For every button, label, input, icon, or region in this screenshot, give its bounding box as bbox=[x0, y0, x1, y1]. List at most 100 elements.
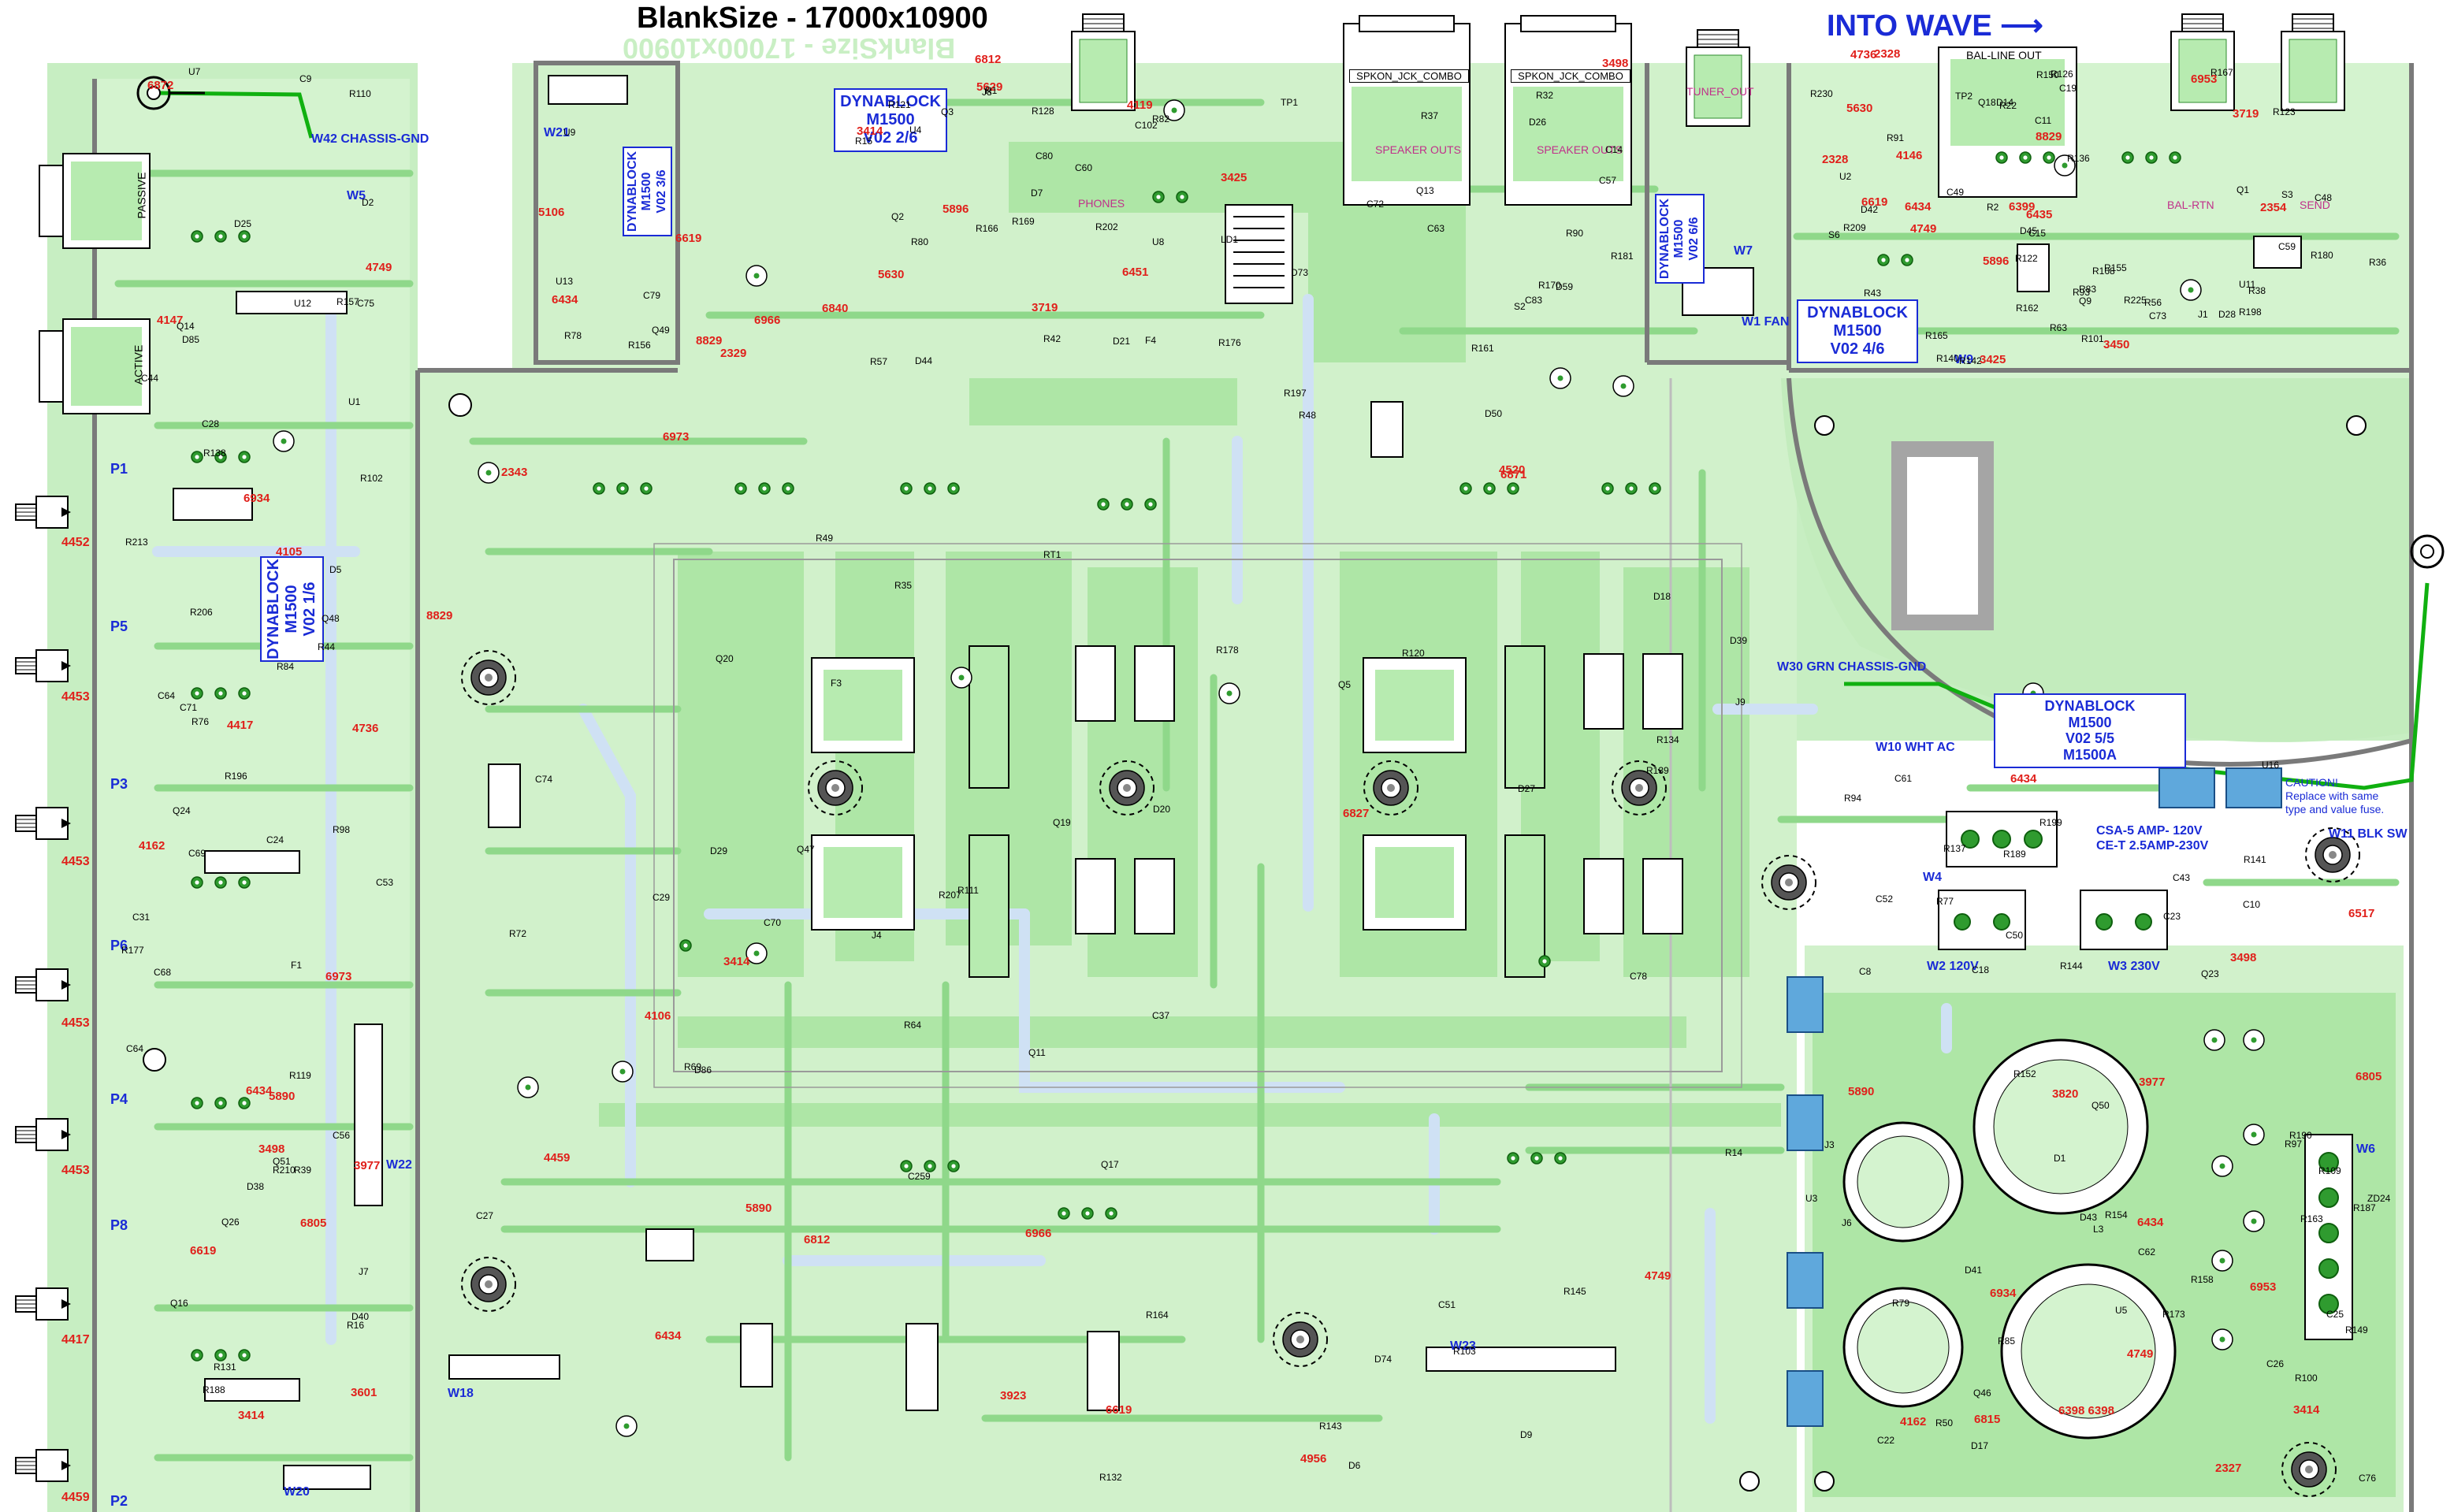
ref-designator: C15 bbox=[2028, 228, 2047, 239]
part-code-red: 3719 bbox=[2233, 107, 2259, 121]
ref-designator: D1 bbox=[2054, 1153, 2066, 1164]
ref-designator: D26 bbox=[1529, 117, 1547, 128]
ref-designator: R132 bbox=[1099, 1472, 1122, 1483]
ref-designator: U5 bbox=[2115, 1305, 2128, 1316]
jack-phones-caption: PHONES bbox=[1078, 197, 1125, 210]
ref-designator: R207 bbox=[939, 890, 961, 901]
pot-code: 4453 bbox=[61, 1164, 90, 1177]
part-code-red: 6953 bbox=[2191, 72, 2218, 86]
ref-designator: Q51 bbox=[273, 1156, 291, 1167]
ref-designator: C10 bbox=[2243, 899, 2261, 910]
ref-designator: R123 bbox=[2273, 106, 2296, 117]
part-code-red: 4736 bbox=[352, 722, 379, 735]
ref-designator: R38 bbox=[2248, 285, 2266, 296]
panel-m1500-v02-55: DYNABLOCK M1500 V02 5/5 M1500A bbox=[1994, 693, 2186, 768]
pot-label: P8 bbox=[110, 1217, 128, 1233]
ref-designator: R109 bbox=[2318, 1165, 2341, 1176]
part-code-red: 6966 bbox=[1025, 1227, 1052, 1240]
ref-designator: U12 bbox=[294, 298, 312, 309]
ref-designator: R131 bbox=[214, 1362, 236, 1373]
ref-designator: F4 bbox=[1145, 335, 1157, 346]
part-code-red: 6451 bbox=[1122, 266, 1149, 279]
ref-designator: Q9 bbox=[2079, 295, 2092, 306]
ref-designator: R35 bbox=[894, 580, 913, 591]
ref-designator: R122 bbox=[2015, 253, 2038, 264]
ref-designator: Q3 bbox=[941, 106, 954, 117]
panel-m1500-v02-26: DYNABLOCK M1500 V02 2/6 bbox=[834, 88, 947, 152]
part-code-red: 3414 bbox=[857, 124, 883, 138]
part-code-red: 6973 bbox=[325, 970, 352, 983]
ref-designator: Q1 bbox=[2236, 184, 2250, 195]
ref-designator: C29 bbox=[653, 892, 671, 903]
wire-label: W30 GRN CHASSIS-GND bbox=[1777, 660, 1927, 674]
panel-line: V02 5/5 bbox=[2065, 730, 2115, 747]
ref-designator: Q26 bbox=[221, 1217, 240, 1228]
part-code-red: 6434 bbox=[246, 1084, 273, 1098]
ref-designator: Q5 bbox=[1338, 679, 1352, 690]
ref-designator: R90 bbox=[1566, 228, 1584, 239]
panel-line: V02 4/6 bbox=[1830, 340, 1885, 358]
wire-label: W11 BLK SW bbox=[2329, 827, 2408, 841]
wire-label: W1 FAN bbox=[1742, 315, 1790, 329]
jack-balline-caption: BAL-LINE OUT bbox=[1966, 49, 2042, 61]
part-code-red: 6434 bbox=[655, 1329, 682, 1343]
pot-code: 4417 bbox=[61, 1333, 90, 1347]
ref-designator: D74 bbox=[1374, 1354, 1392, 1365]
part-code-red: 6973 bbox=[663, 430, 690, 444]
ref-designator: R32 bbox=[1536, 90, 1554, 101]
part-code-red: 4106 bbox=[645, 1009, 671, 1023]
ref-designator: R63 bbox=[2050, 322, 2068, 333]
ref-designator: R82 bbox=[1152, 113, 1170, 124]
ref-designator: C76 bbox=[2359, 1473, 2377, 1484]
ref-designator: R138 bbox=[203, 448, 226, 459]
ref-designator: R84 bbox=[277, 661, 295, 672]
ref-designator: R69 bbox=[684, 1061, 702, 1072]
ref-designator: R190 bbox=[2289, 1130, 2312, 1141]
ref-designator: C51 bbox=[1438, 1299, 1456, 1310]
ref-designator: Q48 bbox=[322, 613, 340, 624]
ref-designator: R42 bbox=[1043, 333, 1062, 344]
ref-designator: R128 bbox=[1032, 106, 1054, 117]
ref-designator: Q47 bbox=[797, 844, 815, 855]
ref-designator: U1 bbox=[348, 396, 361, 407]
ref-designator: C18 bbox=[1972, 964, 1990, 975]
wire-label: W2 120V bbox=[1927, 960, 1979, 973]
ref-designator: R43 bbox=[1864, 288, 1882, 299]
part-code-red: 6827 bbox=[1343, 807, 1370, 820]
ref-designator: R39 bbox=[294, 1165, 312, 1176]
ref-designator: C24 bbox=[266, 834, 284, 845]
panel-line: DYNABLOCK bbox=[1807, 304, 1908, 321]
pot-label: P6 bbox=[110, 938, 128, 953]
pot-label: P3 bbox=[110, 776, 128, 792]
part-code-red: 6399 bbox=[2009, 200, 2036, 214]
part-code-red: 5630 bbox=[878, 268, 905, 281]
ref-designator: D86 bbox=[694, 1064, 712, 1075]
ref-designator: C83 bbox=[1525, 295, 1543, 306]
ref-designator: Q46 bbox=[1973, 1388, 1991, 1399]
ref-designator: U7 bbox=[188, 66, 201, 77]
ref-designator: D25 bbox=[234, 218, 252, 229]
ref-designator: R150 bbox=[2036, 69, 2059, 80]
ref-designator: C73 bbox=[2149, 310, 2167, 321]
ref-designator: R126 bbox=[2051, 69, 2073, 80]
ref-designator: R198 bbox=[2239, 306, 2262, 318]
ref-designator: C61 bbox=[1894, 773, 1913, 784]
part-code-red: 3601 bbox=[351, 1386, 377, 1399]
ref-designator: R155 bbox=[2104, 262, 2127, 273]
wire-label: W42 CHASSIS-GND bbox=[311, 132, 429, 146]
into-wave-text: INTO WAVE bbox=[1827, 9, 1992, 43]
ref-designator: R98 bbox=[333, 824, 351, 835]
ref-designator: J8 bbox=[982, 87, 992, 98]
ref-designator: R161 bbox=[1471, 343, 1494, 354]
pot-label: P4 bbox=[110, 1091, 128, 1107]
ref-designator: R213 bbox=[125, 537, 148, 548]
ref-designator: C69 bbox=[188, 848, 206, 859]
ref-designator: Q17 bbox=[1101, 1159, 1119, 1170]
part-code-red: 2328 bbox=[1874, 47, 1901, 61]
part-code-red: 6434 bbox=[1905, 200, 1932, 214]
ref-designator: R156 bbox=[628, 340, 651, 351]
ref-designator: R15 bbox=[855, 136, 873, 147]
ref-designator: L3 bbox=[2093, 1224, 2104, 1235]
part-code-red: 6517 bbox=[2348, 907, 2375, 920]
ref-designator: R199 bbox=[2039, 817, 2062, 828]
